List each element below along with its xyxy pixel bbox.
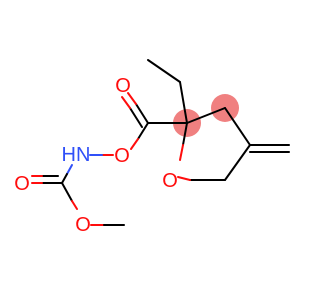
bond-carbamate-single-o-red: [71, 200, 78, 210]
atom-carbamate-o-double: O: [14, 173, 30, 195]
bond-c2-c3: [186, 107, 226, 124]
bond-carbonyl-ester-o: [137, 122, 149, 140]
atom-nh: HN: [62, 144, 91, 166]
bond-n-carbamate-c: [61, 173, 68, 184]
bond-c3-c4: [224, 107, 251, 146]
bond-carbonyl-double-a-red: [127, 92, 137, 105]
bond-c2-ring-o-red: [179, 144, 184, 161]
atom-carbamate-o-single: O: [75, 214, 91, 236]
bond-ethyl-ch3-ch2: [147, 59, 181, 83]
bond-carbonyl-double-a: [135, 103, 149, 124]
bond-c2-ring-o: [182, 122, 188, 146]
bond-n-carbamate-c-blue: [66, 164, 73, 175]
atom-carbonyl-o: O: [115, 75, 131, 97]
atom-ester-o: O: [114, 145, 130, 167]
bond-c4-c5: [224, 144, 251, 181]
atom-ring-o: O: [162, 170, 178, 192]
bond-carbonyl-ester-o-red: [130, 138, 139, 150]
molecule-structure: O HN O O O O: [14, 59, 290, 236]
bond-ethyl-ch2-c2: [179, 81, 188, 124]
bond-carbonyl-double-b-red: [121, 96, 131, 109]
bond-carbonyl-double-b: [129, 107, 143, 128]
bond-carbamate-single-o: [61, 182, 73, 202]
bond-c5-ring-o-red: [177, 176, 191, 181]
